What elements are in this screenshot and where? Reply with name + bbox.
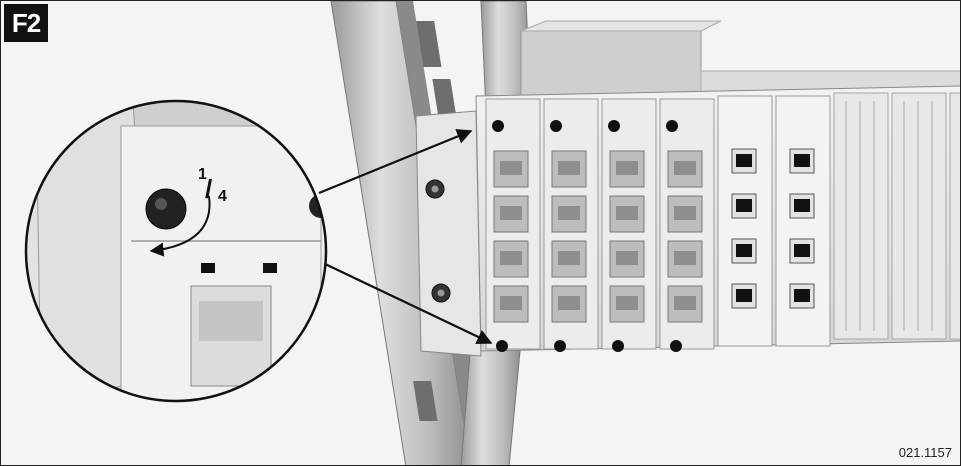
module-screw-bottom [612, 340, 624, 352]
module-screw-bottom [670, 340, 682, 352]
rotation-numerator: 1 [198, 166, 207, 183]
rotation-slash: / [205, 174, 212, 204]
panel-modules [485, 92, 960, 352]
module-screw-top [666, 120, 678, 132]
keystone-jack [667, 240, 703, 278]
callout-arrow-bottom [322, 262, 493, 344]
callout-arrows [318, 129, 493, 344]
module-screw-bottom [496, 340, 508, 352]
figure-number: 021.1157 [898, 445, 952, 460]
module-screw-top [492, 120, 504, 132]
module-tops [520, 20, 960, 97]
callout-arrow-top [318, 129, 473, 195]
module-screw-bottom [554, 340, 566, 352]
blank-slot [949, 92, 960, 340]
keystone-jack [493, 150, 529, 188]
zoom-screw [145, 188, 187, 230]
rotation-denominator: 4 [218, 188, 227, 205]
zoom-inset: 1 / 4 [24, 99, 328, 403]
figure-badge: F2 [4, 4, 48, 42]
rotation-arrow [149, 195, 211, 257]
mounting-bracket [415, 110, 482, 357]
module-screw-top [550, 120, 562, 132]
rack-rail-right [460, 1, 532, 465]
module-screw-top [608, 120, 620, 132]
